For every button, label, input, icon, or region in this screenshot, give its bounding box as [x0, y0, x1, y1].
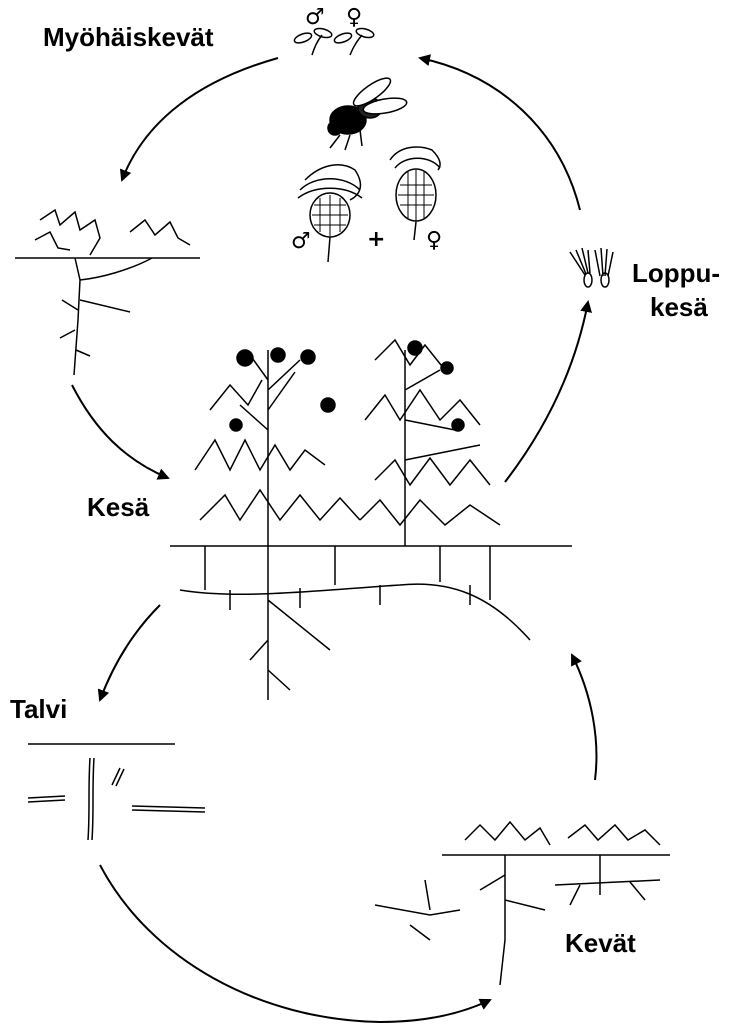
- label-winter: Talvi: [10, 694, 67, 724]
- young-plant-icon: [15, 210, 200, 375]
- male-symbol-top: ♂: [305, 6, 325, 30]
- label-late-summer-line2: kesä: [650, 292, 708, 322]
- label-spring: Kevät: [565, 928, 636, 958]
- arrow-summer-to-late-summer: [505, 302, 588, 482]
- label-late-spring: Myöhäiskevät: [43, 22, 214, 52]
- bee-icon: [328, 74, 408, 150]
- female-symbol-top: ♀: [346, 6, 362, 30]
- seeds-icon: [570, 248, 613, 287]
- female-symbol-flower: ♀: [426, 229, 442, 253]
- male-symbol-flower: ♂: [291, 230, 311, 254]
- winter-roots-icon: [28, 744, 205, 840]
- flower-head-female-icon: [390, 147, 440, 240]
- arrow-late-summer-to-late-spring: [420, 58, 580, 210]
- arrow-winter-to-spring: [100, 865, 490, 1022]
- seedlings-icon: [293, 27, 375, 55]
- arrow-seedling-to-summer: [72, 385, 168, 478]
- plus-symbol: +: [367, 228, 385, 252]
- arrow-late-spring-to-seedling: [122, 58, 278, 180]
- arrow-spring-to-summer: [572, 655, 596, 780]
- label-summer: Kesä: [87, 492, 149, 522]
- label-late-summer-line1: Loppu-: [632, 258, 720, 288]
- arrow-summer-to-winter: [100, 605, 160, 700]
- mature-thistle-plants-icon: [170, 340, 572, 700]
- spring-shoots-icon: [375, 822, 670, 985]
